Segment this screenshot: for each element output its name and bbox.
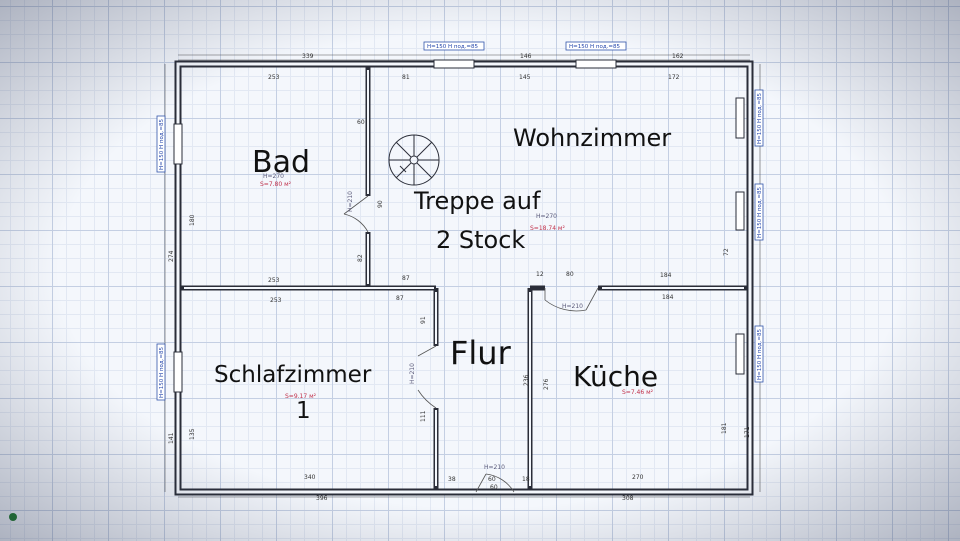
room-label-bad: Bad bbox=[252, 145, 310, 180]
svg-text:H=150 H под.=85: H=150 H под.=85 bbox=[427, 44, 478, 50]
svg-text:S=7.80 м²: S=7.80 м² bbox=[260, 181, 292, 188]
svg-text:H=150 H под.=85: H=150 H под.=85 bbox=[569, 44, 620, 50]
svg-text:141: 141 bbox=[168, 432, 175, 444]
window-left-1 bbox=[173, 123, 183, 165]
svg-text:339: 339 bbox=[302, 53, 314, 60]
window-right-3 bbox=[735, 333, 745, 375]
svg-text:18: 18 bbox=[522, 476, 530, 483]
svg-text:253: 253 bbox=[268, 74, 280, 81]
svg-text:S=9.17 м²: S=9.17 м² bbox=[285, 393, 317, 400]
svg-text:81: 81 bbox=[402, 74, 410, 81]
door-entrance bbox=[475, 473, 515, 493]
svg-text:146: 146 bbox=[520, 53, 532, 60]
svg-text:H=270: H=270 bbox=[263, 173, 284, 180]
svg-text:87: 87 bbox=[396, 295, 404, 302]
svg-text:H=150 H под.=85: H=150 H под.=85 bbox=[757, 93, 763, 144]
svg-text:H=270: H=270 bbox=[536, 213, 557, 220]
window-top-1 bbox=[433, 59, 475, 69]
svg-text:253: 253 bbox=[270, 297, 282, 304]
window-right-2 bbox=[735, 191, 745, 231]
svg-text:H=150 H под.=85: H=150 H под.=85 bbox=[159, 347, 165, 398]
window-top-2 bbox=[575, 59, 617, 69]
svg-text:80: 80 bbox=[566, 271, 574, 278]
svg-text:60: 60 bbox=[357, 119, 365, 126]
svg-text:340: 340 bbox=[304, 474, 316, 481]
svg-text:91: 91 bbox=[420, 316, 427, 324]
room-label-schlafzimmer-1: Schlafzimmer bbox=[214, 362, 372, 388]
svg-text:82: 82 bbox=[357, 254, 364, 262]
doors bbox=[343, 195, 599, 493]
room-label-treppe-2: 2 Stock bbox=[436, 226, 525, 254]
svg-text:184: 184 bbox=[662, 294, 674, 301]
room-labels: Bad Wohnzimmer Treppe auf 2 Stock Flur S… bbox=[214, 124, 671, 424]
dimension-labels: 339 146 162 253 253 253 340 396 308 145 … bbox=[168, 53, 751, 502]
svg-text:396: 396 bbox=[316, 495, 328, 502]
svg-text:H=150 H под.=85: H=150 H под.=85 bbox=[757, 187, 763, 238]
window-right-1 bbox=[735, 97, 745, 139]
svg-text:H=210: H=210 bbox=[562, 303, 583, 310]
svg-text:270: 270 bbox=[632, 474, 644, 481]
door-bad bbox=[343, 195, 369, 233]
svg-text:60: 60 bbox=[490, 484, 498, 491]
svg-text:253: 253 bbox=[268, 277, 280, 284]
room-label-wohnzimmer: Wohnzimmer bbox=[513, 124, 671, 152]
door-schlafzimmer bbox=[417, 345, 437, 409]
svg-text:181: 181 bbox=[721, 422, 728, 434]
room-label-treppe-1: Treppe auf bbox=[413, 187, 541, 215]
svg-text:S=18.74 м²: S=18.74 м² bbox=[530, 225, 565, 232]
svg-text:60: 60 bbox=[488, 476, 496, 483]
svg-text:S=7.46 м²: S=7.46 м² bbox=[622, 389, 654, 396]
svg-text:12: 12 bbox=[536, 271, 544, 278]
svg-text:276: 276 bbox=[543, 378, 550, 390]
svg-text:172: 172 bbox=[668, 74, 680, 81]
svg-text:180: 180 bbox=[189, 214, 196, 226]
svg-text:H=210: H=210 bbox=[484, 464, 505, 471]
status-dot bbox=[9, 513, 17, 521]
svg-text:236: 236 bbox=[523, 374, 530, 386]
svg-text:90: 90 bbox=[377, 200, 384, 208]
room-label-flur: Flur bbox=[450, 334, 512, 372]
svg-text:135: 135 bbox=[189, 428, 196, 440]
spiral-staircase bbox=[388, 134, 440, 186]
window-spec-boxes: H=150 H под.=85 H=150 H под.=85 H=150 H … bbox=[156, 41, 764, 401]
svg-text:H=210: H=210 bbox=[347, 191, 354, 212]
svg-text:38: 38 bbox=[448, 476, 456, 483]
svg-text:308: 308 bbox=[622, 495, 634, 502]
svg-text:72: 72 bbox=[723, 248, 730, 256]
svg-text:171: 171 bbox=[744, 426, 751, 438]
svg-text:111: 111 bbox=[420, 410, 427, 422]
svg-text:H=150 H под.=85: H=150 H под.=85 bbox=[159, 119, 165, 170]
windows bbox=[173, 59, 745, 393]
room-tags: H=270 S=7.80 м² H=270 S=18.74 м² S=9.17 … bbox=[260, 173, 654, 471]
svg-text:145: 145 bbox=[519, 74, 531, 81]
window-left-2 bbox=[173, 351, 183, 393]
svg-text:H=210: H=210 bbox=[409, 363, 416, 384]
room-label-kueche: Küche bbox=[573, 360, 658, 393]
svg-text:162: 162 bbox=[672, 53, 684, 60]
door-kueche bbox=[544, 287, 599, 312]
svg-text:87: 87 bbox=[402, 275, 410, 282]
svg-text:274: 274 bbox=[168, 250, 175, 262]
svg-text:184: 184 bbox=[660, 272, 672, 279]
svg-text:H=150 H под.=85: H=150 H под.=85 bbox=[757, 329, 763, 380]
room-label-schlafzimmer-2: 1 bbox=[296, 398, 311, 424]
